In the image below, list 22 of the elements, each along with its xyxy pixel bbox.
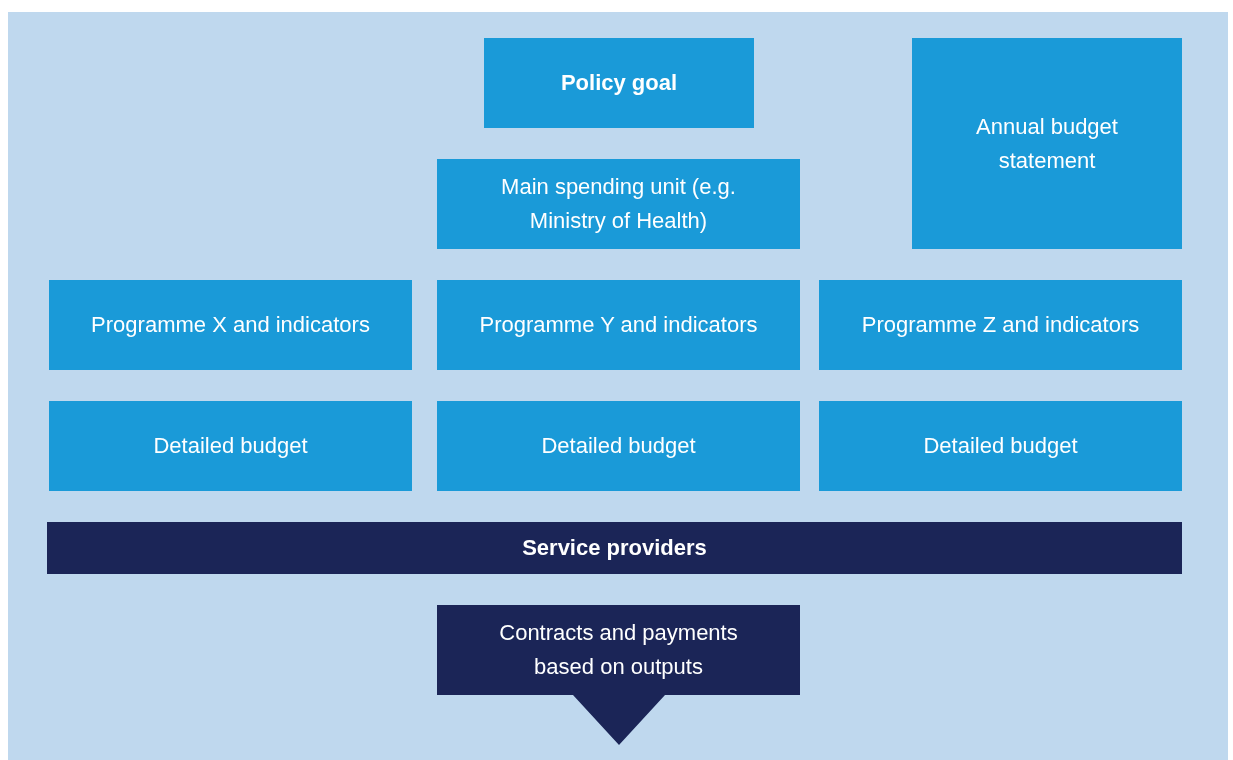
box-label: Main spending unit (e.g. Ministry of Health) — [500, 173, 737, 235]
box-label: Annual budget statement — [975, 112, 1119, 175]
process-box — [437, 401, 800, 491]
process-box — [484, 38, 754, 128]
box-label: Programme X and indicators — [90, 311, 371, 339]
box-label: Detailed budget — [152, 432, 309, 460]
process-box — [47, 522, 1182, 574]
process-box — [912, 38, 1182, 249]
process-box — [49, 401, 412, 491]
box-label: Programme Y and indicators — [478, 311, 759, 339]
box-label: Policy goal — [559, 69, 679, 97]
box-label: Programme Z and indicators — [860, 311, 1141, 339]
process-box — [49, 280, 412, 370]
box-label: Service providers — [521, 534, 708, 562]
process-box — [819, 280, 1182, 370]
callout-box — [437, 605, 800, 745]
process-box — [819, 401, 1182, 491]
box-label: Contracts and payments based on outputs — [498, 619, 739, 681]
box-label: Detailed budget — [540, 432, 697, 460]
process-box — [437, 280, 800, 370]
process-box — [437, 159, 800, 249]
box-label: Detailed budget — [922, 432, 1079, 460]
